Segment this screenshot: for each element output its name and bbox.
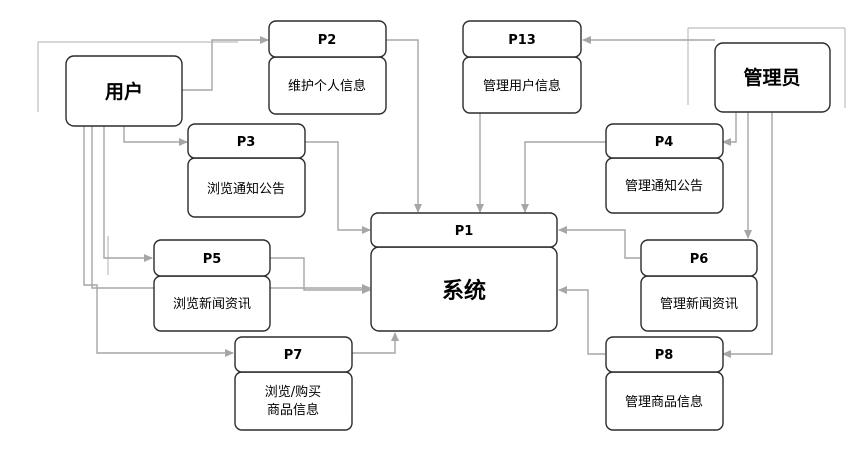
process-p7[interactable]: P7 浏览/购买 商品信息 [234,336,353,431]
process-p6[interactable]: P6 管理新闻资讯 [640,239,758,332]
process-p4-id: P4 [655,135,674,150]
process-p8-id: P8 [655,348,674,363]
arrow-p5-to-system [270,257,371,294]
process-p7-id: P7 [284,348,303,363]
process-p5-header [153,239,271,277]
entity-admin-label: 管理员 [743,66,800,89]
process-p2-id: P2 [318,33,337,48]
process-p4-header [605,123,724,159]
arrow-admin-to-p4 [722,112,737,146]
entity-admin-box [714,42,831,113]
process-p5-id: P5 [203,252,222,267]
arrow-p8-to-system [558,286,605,355]
process-p3[interactable]: P3 浏览通知公告 [187,123,306,218]
entity-user-label: 用户 [105,80,143,103]
process-p3-header [187,123,306,159]
arrow-p2-to-p1 [386,39,422,213]
process-p1-header [370,212,558,248]
entity-user-box [65,55,183,127]
process-p8[interactable]: P8 管理商品信息 [605,336,724,431]
process-p8-header [605,336,724,373]
arrow-user-to-p3 [123,126,188,146]
arrow-p4-to-p1 [521,141,606,213]
process-p6-label: 管理新闻资讯 [660,296,738,312]
process-p6-header [640,239,758,277]
process-p5-label: 浏览新闻资讯 [173,296,251,312]
arrow-user-to-p7 [83,126,234,357]
arrow-p7-to-system [352,332,399,354]
process-p3-id: P3 [237,135,256,150]
process-p1-system[interactable]: P1 系统 [370,212,558,332]
process-p13-label: 管理用户信息 [483,78,561,94]
process-p8-label: 管理商品信息 [625,394,703,410]
entity-user[interactable]: 用户 [65,55,183,127]
process-p6-id: P6 [690,252,709,267]
process-p7-header [234,336,353,373]
process-p13-header [462,20,582,58]
arrow-p3-to-p1 [305,141,371,234]
process-p2[interactable]: P2 维护个人信息 [268,20,387,115]
process-p3-label: 浏览通知公告 [207,181,285,197]
process-p2-header [268,20,387,58]
arrow-user-to-system [91,126,371,292]
process-p5[interactable]: P5 浏览新闻资讯 [153,239,271,332]
process-p4[interactable]: P4 管理通知公告 [605,123,724,214]
process-p4-label: 管理通知公告 [625,178,703,194]
process-p13-id: P13 [508,33,536,48]
arrow-admin-to-p8 [722,112,773,358]
process-p13[interactable]: P13 管理用户信息 [462,20,582,114]
arrow-p6-to-p1 [558,226,640,259]
process-p7-body [234,371,353,431]
process-p7-label-line2: 商品信息 [267,402,319,418]
process-p1-label: 系统 [442,278,486,304]
process-p7-label-line1: 浏览/购买 [265,384,321,400]
decorative-lines [37,27,846,275]
arrow-user-to-p2 [182,36,269,91]
process-p2-label: 维护个人信息 [288,78,366,94]
entity-admin[interactable]: 管理员 [714,42,831,113]
arrow-user-to-p5 [103,126,153,262]
data-flow-arrows [83,36,773,358]
process-p1-id: P1 [455,224,474,239]
